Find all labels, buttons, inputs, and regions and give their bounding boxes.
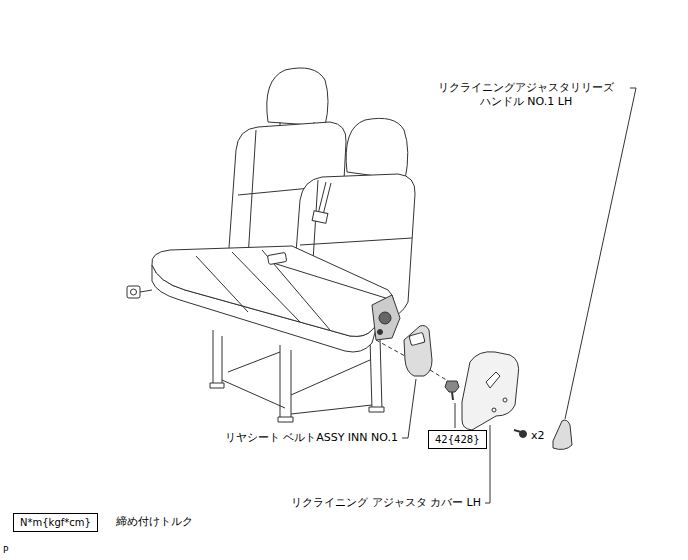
belt-strap <box>318 182 331 215</box>
recliner-mechanism <box>372 295 400 340</box>
cover-slot <box>486 372 500 388</box>
torque-unit-box: N*m{kgf*cm} <box>13 513 98 532</box>
exploded-parts <box>376 88 636 503</box>
headrest <box>267 68 328 126</box>
page-mark: P <box>3 543 8 557</box>
release-handle <box>553 420 572 449</box>
belt-buckle <box>267 252 286 264</box>
seat-assembly <box>127 68 415 422</box>
belt-inner-buckle <box>404 326 432 377</box>
torque-box: 42{428} <box>428 430 487 449</box>
leader-line <box>565 88 636 419</box>
part-name: リクライニングアジャスタリリーズ ハンドル NO.1 LH <box>426 81 626 109</box>
screw-head <box>520 431 527 438</box>
recliner-gear <box>379 312 391 324</box>
torque-value: 42{428} <box>435 434 480 445</box>
anchor-hole <box>131 289 137 295</box>
bolt-shank <box>452 392 453 400</box>
legend-note: 締め付けトルク <box>116 515 193 529</box>
recliner-cover <box>462 352 519 430</box>
leader-line <box>402 379 416 438</box>
anchor-bracket <box>127 286 140 298</box>
belt-tongue <box>312 211 328 224</box>
frame-foot <box>210 383 224 388</box>
buckle-button <box>409 332 425 345</box>
seat-cushion <box>152 246 394 336</box>
headrest <box>346 118 408 180</box>
bolt <box>445 381 459 392</box>
anchor-strap <box>140 290 152 292</box>
torque-leader <box>455 403 456 428</box>
seam <box>196 250 392 330</box>
torque-value: N*m{kgf*cm} <box>20 517 91 528</box>
part-name: リクライニング アジャスタ カバー LH <box>291 496 481 510</box>
quantity: x2 <box>531 429 545 443</box>
frame-foot <box>369 407 384 412</box>
part-name: リヤシート ベルトASSY INN NO.1 <box>225 431 398 445</box>
recliner-bolt <box>378 330 383 335</box>
cover-hole <box>492 408 496 412</box>
cover-hole <box>503 398 507 402</box>
frame-foot <box>278 417 293 422</box>
